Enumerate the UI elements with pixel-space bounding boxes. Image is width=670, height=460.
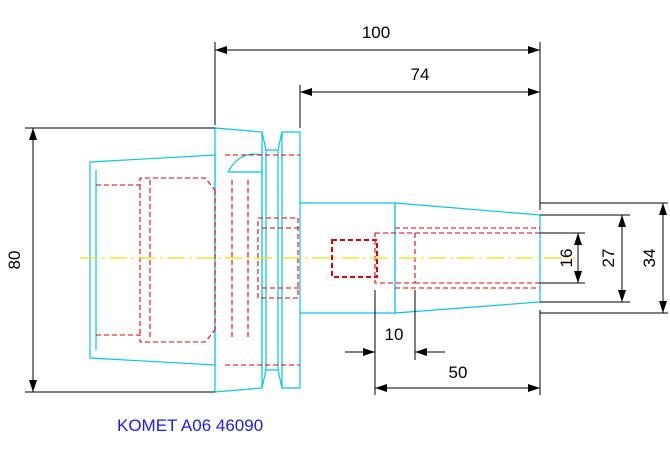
- holder-outline: [89, 127, 541, 393]
- dim-50-label: 50: [449, 363, 468, 382]
- dim-80-label: 80: [5, 251, 24, 270]
- dim-100-label: 100: [362, 23, 390, 42]
- dim-34-label: 34: [640, 249, 659, 268]
- dim-16-label: 16: [557, 249, 576, 268]
- dimension-lines: [25, 42, 668, 395]
- dim-10-label: 10: [385, 325, 404, 344]
- dim-74-label: 74: [411, 65, 430, 84]
- dim-27-label: 27: [599, 249, 618, 268]
- part-caption: KOMET A06 46090: [117, 416, 263, 435]
- hidden-lines: [96, 154, 540, 366]
- screw-hidden: [331, 239, 378, 278]
